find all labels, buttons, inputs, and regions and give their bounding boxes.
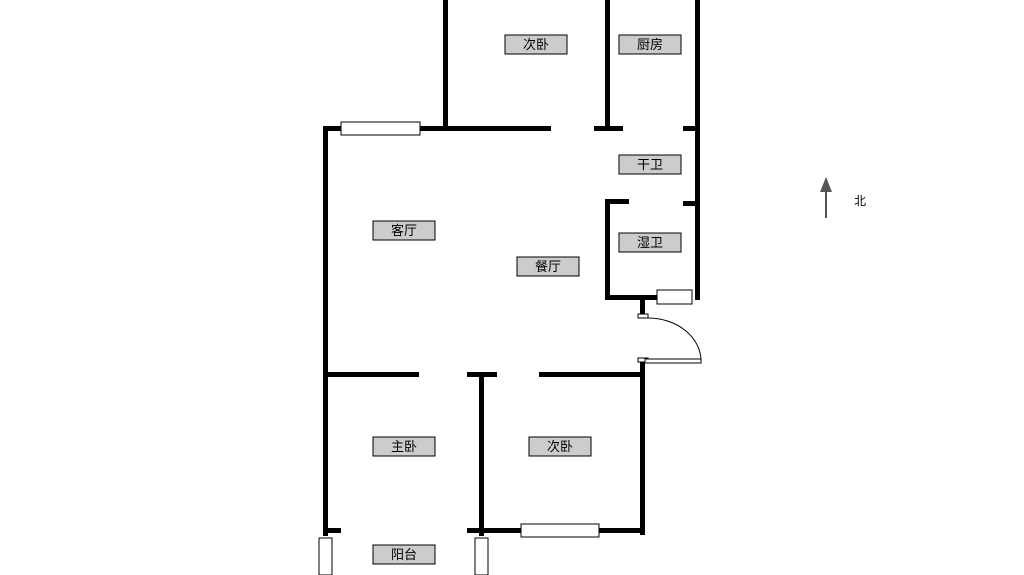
window-balcony-left — [318, 537, 333, 575]
wall-upper-kitchen-door-b — [683, 126, 697, 131]
wall-wet-bath-bottom — [605, 295, 657, 300]
door-hinge-top — [637, 313, 649, 319]
compass: 北 — [820, 177, 866, 218]
wall-entrance-upper — [640, 298, 645, 318]
room-label-dry-bath: 干卫 — [618, 154, 682, 175]
door-leaf — [644, 358, 702, 364]
walls — [323, 0, 700, 536]
window-living-north — [340, 121, 421, 136]
wall-bedroom-divider — [479, 372, 484, 536]
room-name: 干卫 — [637, 158, 663, 173]
windows — [318, 121, 693, 575]
room-name: 次卧 — [523, 37, 549, 53]
north-arrow-icon — [820, 177, 832, 192]
room-label-master-bedroom: 主卧 — [372, 436, 436, 457]
room-label-kitchen: 厨房 — [618, 34, 682, 55]
wall-bedroom-north-west — [443, 0, 448, 131]
wall-entrance-lower — [640, 360, 645, 535]
wall-bottom-right — [598, 528, 645, 533]
room-name: 次卧 — [547, 439, 573, 455]
wall-wet-bath-west — [605, 199, 610, 300]
room-name: 餐厅 — [535, 259, 561, 275]
window-balcony-right — [474, 537, 489, 575]
room-name: 主卧 — [391, 440, 417, 455]
room-label-bedroom-south: 次卧 — [528, 436, 592, 457]
window-wet-bath — [656, 289, 693, 305]
room-label-wet-bath: 湿卫 — [618, 232, 682, 253]
room-name: 湿卫 — [637, 236, 663, 251]
room-name: 客厅 — [391, 223, 417, 239]
wall-kitchen-east — [695, 0, 700, 300]
room-label-bedroom-north: 次卧 — [504, 34, 568, 55]
room-name: 厨房 — [637, 37, 663, 53]
room-label-dining-room: 餐厅 — [516, 256, 580, 277]
door-swing-arc — [647, 317, 702, 362]
window-bedroom-south — [520, 523, 600, 538]
wall-upper-kitchen-door-a — [594, 126, 623, 131]
room-label-balcony: 阳台 — [372, 544, 436, 565]
wall-upper-mid — [420, 126, 551, 131]
compass-label: 北 — [854, 194, 866, 208]
wall-bottom-mid — [467, 528, 522, 533]
entrance-door — [637, 313, 702, 364]
wall-mid-left — [323, 372, 419, 377]
wall-wet-bath-top — [605, 199, 629, 204]
wall-upper-left — [323, 126, 343, 131]
room-label-living-room: 客厅 — [372, 220, 436, 241]
wall-mid-right — [539, 372, 645, 377]
wall-bath-divider-right — [683, 201, 697, 206]
wall-bedroom-north-east — [605, 0, 610, 131]
wall-west — [323, 126, 328, 536]
wall-bottom-left — [323, 528, 341, 533]
room-name: 阳台 — [391, 548, 417, 563]
